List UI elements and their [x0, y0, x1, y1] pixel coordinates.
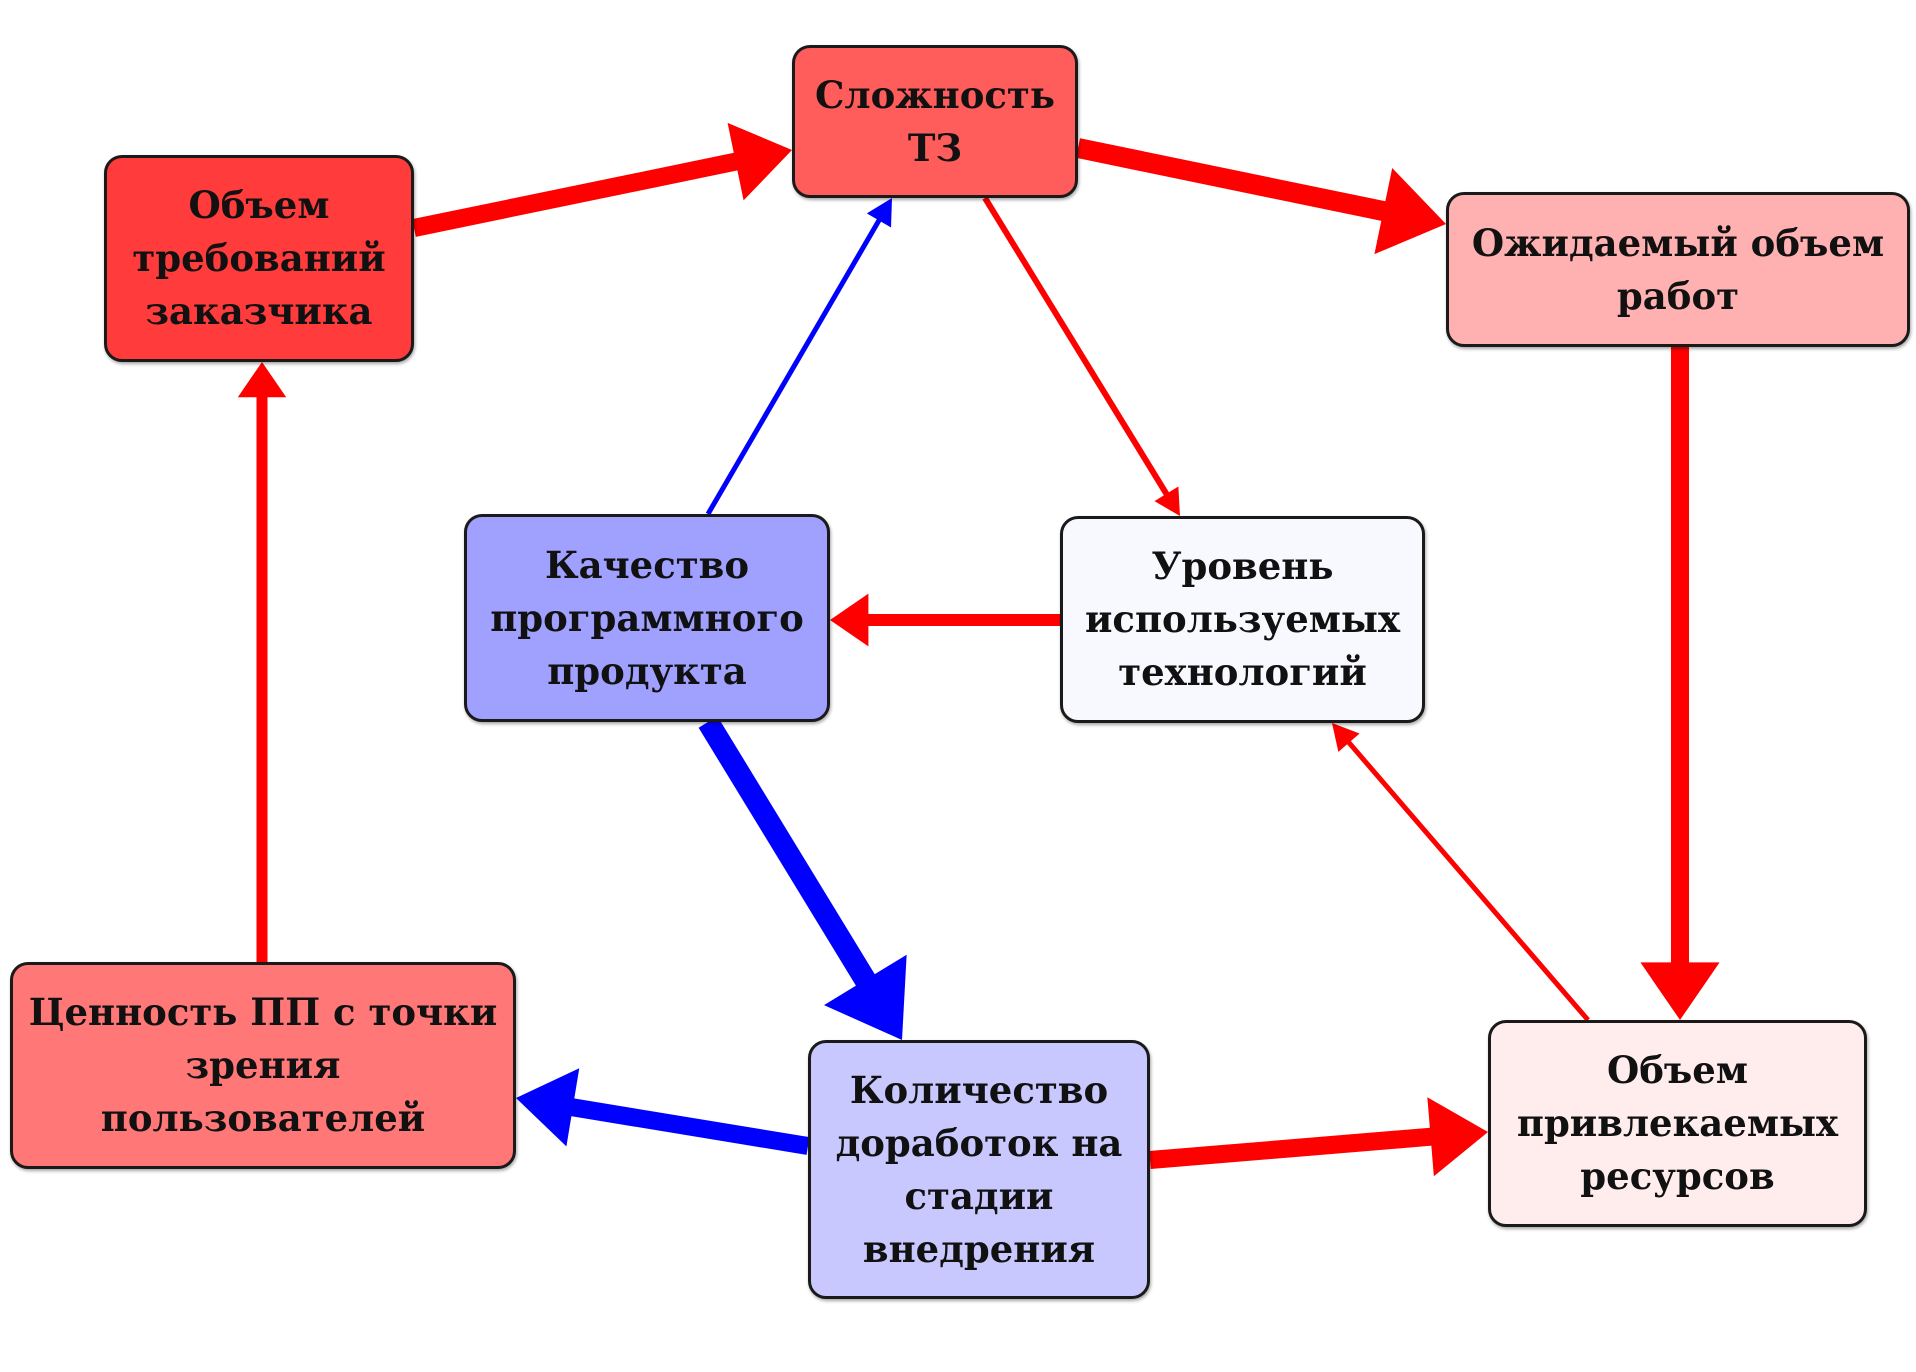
- node-label: Объем требований заказчика: [132, 183, 386, 333]
- edge-rework_count-to-resources: [1149, 1127, 1434, 1169]
- node-label: Сложность ТЗ: [815, 72, 1055, 170]
- node-tech-level[interactable]: Уровень используемых технологий: [1060, 516, 1425, 723]
- arrowhead-rework_count-to-user_value: [516, 1068, 580, 1147]
- arrowhead-rework_count-to-resources: [1427, 1097, 1488, 1177]
- arrowhead-customer_requirements-to-tz_complexity: [727, 122, 792, 201]
- arrowhead-expected_work-to-resources: [1640, 962, 1720, 1020]
- node-label: Ценность ПП с точки зрения пользователей: [28, 990, 498, 1140]
- node-label: Количество доработок на стадии внедрения: [835, 1067, 1123, 1271]
- node-label: Объем привлекаемых ресурсов: [1516, 1048, 1839, 1198]
- node-customer-requirements[interactable]: Объем требований заказчика: [104, 155, 414, 362]
- node-label: Уровень используемых технологий: [1084, 544, 1401, 694]
- arrowhead-tz_complexity-to-expected_work: [1374, 167, 1446, 255]
- node-expected-work[interactable]: Ожидаемый объем работ: [1446, 192, 1910, 347]
- edge-resources-to-tech_level: [1345, 739, 1590, 1022]
- edge-tz_complexity-to-expected_work: [1075, 138, 1388, 222]
- edge-product_quality-to-tz_complexity: [705, 217, 883, 516]
- arrowhead-resources-to-tech_level: [1332, 723, 1360, 752]
- arrowhead-user_value-to-customer_requirements: [237, 362, 287, 398]
- edge-customer_requirements-to-tz_complexity: [412, 152, 740, 237]
- arrowhead-tech_level-to-product_quality: [830, 593, 869, 647]
- edge-tz_complexity-to-tech_level: [982, 196, 1171, 498]
- arrowhead-product_quality-to-tz_complexity: [866, 198, 892, 228]
- node-user-value[interactable]: Ценность ПП с точки зрения пользователей: [10, 962, 516, 1169]
- edge-rework_count-to-user_value: [569, 1098, 810, 1155]
- node-label: Качество программного продукта: [490, 542, 804, 693]
- node-label: Ожидаемый объем работ: [1471, 220, 1885, 318]
- node-rework-count[interactable]: Количество доработок на стадии внедрения: [808, 1040, 1150, 1299]
- edge-product_quality-to-rework_count: [698, 716, 876, 988]
- node-tz-complexity[interactable]: Сложность ТЗ: [792, 45, 1078, 198]
- arrowhead-product_quality-to-rework_count: [824, 954, 907, 1040]
- node-product-quality[interactable]: Качество программного продукта: [464, 514, 830, 722]
- arrowhead-tz_complexity-to-tech_level: [1154, 486, 1180, 516]
- node-resources[interactable]: Объем привлекаемых ресурсов: [1488, 1020, 1867, 1227]
